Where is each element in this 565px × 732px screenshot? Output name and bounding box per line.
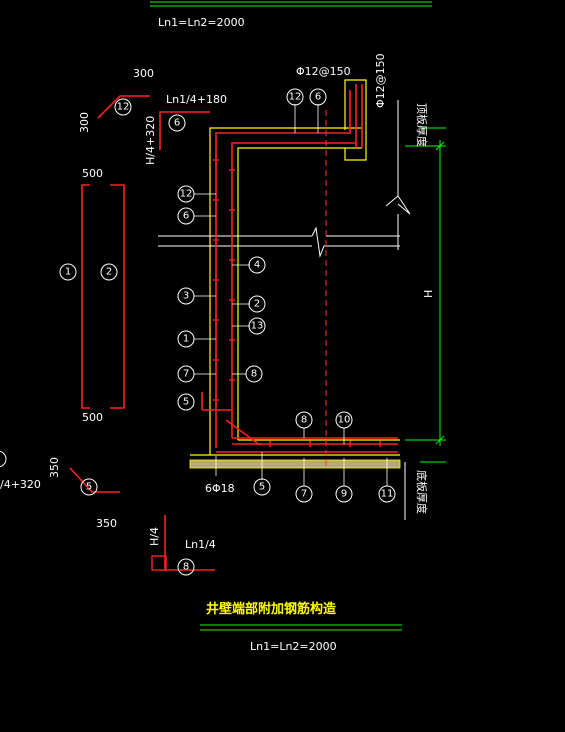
marker-11: 11 (378, 485, 396, 503)
svg-text:7: 7 (301, 489, 307, 500)
dimension-lines (405, 127, 446, 463)
dim-h4: H/4 (148, 527, 161, 546)
marker-5-bar: 5 (80, 478, 98, 496)
dim-300-top: 300 (133, 67, 154, 80)
svg-text:13: 13 (251, 321, 264, 332)
header-span-note: Ln1=Ln2=2000 (158, 16, 245, 29)
bar-shape-6 (159, 111, 210, 150)
svg-text:12: 12 (117, 102, 130, 113)
dim-ln14-320-cut: /4+320 (0, 478, 41, 491)
svg-text:2: 2 (254, 299, 260, 310)
svg-text:12: 12 (289, 92, 302, 103)
svg-text:12: 12 (180, 189, 193, 200)
svg-text:8: 8 (251, 369, 257, 380)
marker-2: 2 (248, 295, 266, 313)
dim-350-side: 350 (48, 457, 61, 478)
dim-h4-320: H/4+320 (144, 116, 157, 165)
svg-text:8: 8 (183, 562, 189, 573)
bottom-slab-thickness: 底板厚度 (415, 470, 429, 514)
marker-1: 1 (177, 330, 195, 348)
marker-6-top: 6 (309, 88, 327, 106)
marker-12-a: 12 (114, 98, 132, 116)
marker-13: 13 (248, 317, 266, 335)
bar-shape-1-2 (81, 184, 125, 409)
marker-10: 10 (335, 411, 353, 429)
svg-text:9: 9 (341, 489, 347, 500)
marker-12-top: 12 (286, 88, 304, 106)
svg-text:6: 6 (315, 92, 321, 103)
dim-h: H (422, 290, 435, 298)
dim-500-top: 500 (82, 167, 103, 180)
bar-shape-12 (97, 95, 150, 119)
svg-text:7: 7 (183, 369, 189, 380)
marker-7-bot: 7 (295, 485, 313, 503)
rebar-bottom-label: 6Φ18 (205, 482, 235, 495)
marker-6-wall: 6 (177, 207, 195, 225)
footer-lines (200, 624, 402, 631)
svg-text:4: 4 (254, 260, 260, 271)
leader-lines (194, 104, 388, 486)
svg-text:6: 6 (174, 118, 180, 129)
marker-2-bar: 2 (100, 263, 118, 281)
svg-text:5: 5 (259, 482, 265, 493)
marker-9: 9 (335, 485, 353, 503)
marker-5-wall: 5 (177, 393, 195, 411)
dim-300-side: 300 (78, 112, 91, 133)
break-line (158, 226, 400, 258)
marker-12-wall: 12 (177, 185, 195, 203)
svg-text:5: 5 (86, 482, 92, 493)
bar-shape-5 (69, 467, 120, 493)
marker-5-bot: 5 (253, 478, 271, 496)
marker-7: 7 (177, 365, 195, 383)
header-lines (150, 1, 432, 7)
drawing-title: 井壁端部附加钢筋构造 (206, 601, 337, 617)
top-slab-thickness: 顶板厚度 (415, 103, 429, 147)
marker-cut (0, 450, 7, 468)
svg-text:1: 1 (183, 334, 189, 345)
rebar-top-a: Φ12@150 (296, 65, 351, 78)
svg-text:6: 6 (183, 211, 189, 222)
marker-8-bot: 8 (295, 411, 313, 429)
rebar-ticks (213, 159, 381, 447)
svg-text:8: 8 (301, 415, 307, 426)
foundation-hatch (189, 459, 401, 469)
marker-8-bar: 8 (177, 558, 195, 576)
marker-3: 3 (177, 287, 195, 305)
dim-ln14-180: Ln1/4+180 (166, 93, 227, 106)
svg-text:10: 10 (338, 415, 351, 426)
svg-text:1: 1 (65, 267, 71, 278)
footer-span-note: Ln1=Ln2=2000 (250, 640, 337, 653)
svg-text:11: 11 (381, 489, 394, 500)
wall-rebars (201, 84, 398, 453)
svg-text:2: 2 (106, 267, 112, 278)
svg-text:3: 3 (183, 291, 189, 302)
marker-1-bar: 1 (59, 263, 77, 281)
right-break (385, 100, 411, 520)
marker-8-wall: 8 (245, 365, 263, 383)
concrete-outline (190, 79, 400, 456)
dim-350-bot: 350 (96, 517, 117, 530)
svg-text:5: 5 (183, 397, 189, 408)
rebar-top-b: Φ12@150 (374, 53, 387, 108)
marker-4: 4 (248, 256, 266, 274)
dim-ln14: Ln1/4 (185, 538, 216, 551)
marker-6-a: 6 (168, 114, 186, 132)
dim-500-bot: 500 (82, 411, 103, 424)
corner-box-8 (151, 555, 167, 571)
